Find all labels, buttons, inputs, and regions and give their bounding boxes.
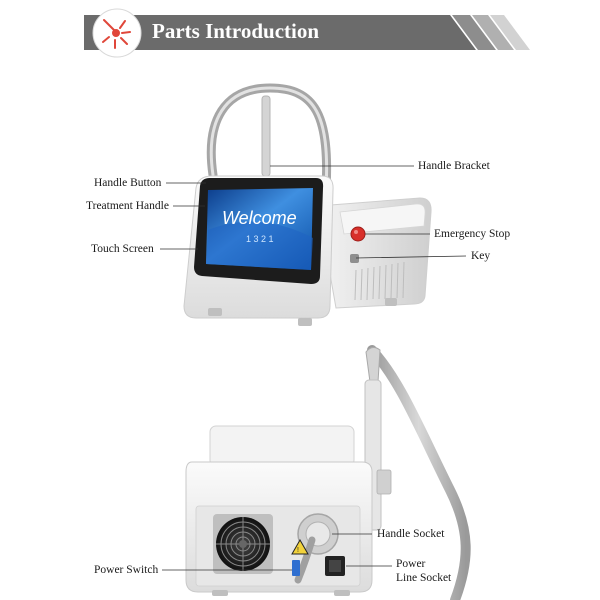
device-illustration: Welcome 1 3 2 1 !: [160, 83, 471, 600]
label-handle-button: Handle Button: [94, 177, 162, 189]
laser-burst-icon: [102, 19, 131, 49]
label-emergency-stop: Emergency Stop: [434, 228, 511, 240]
page-title: Parts Introduction: [152, 19, 320, 43]
label-treatment-handle: Treatment Handle: [86, 200, 169, 212]
label-key: Key: [471, 250, 491, 262]
label-handle-socket: Handle Socket: [377, 528, 445, 540]
screen-welcome-text: Welcome: [222, 208, 297, 228]
label-power-switch: Power Switch: [94, 564, 159, 576]
screen-sub-text: 1 3 2 1: [246, 234, 274, 244]
header-banner: [84, 8, 530, 58]
label-power-line-socket-2: Line Socket: [396, 572, 452, 584]
label-touch-screen: Touch Screen: [91, 243, 154, 255]
svg-text:!: !: [297, 547, 299, 554]
label-handle-bracket: Handle Bracket: [418, 160, 490, 172]
label-power-line-socket-1: Power: [396, 558, 426, 570]
